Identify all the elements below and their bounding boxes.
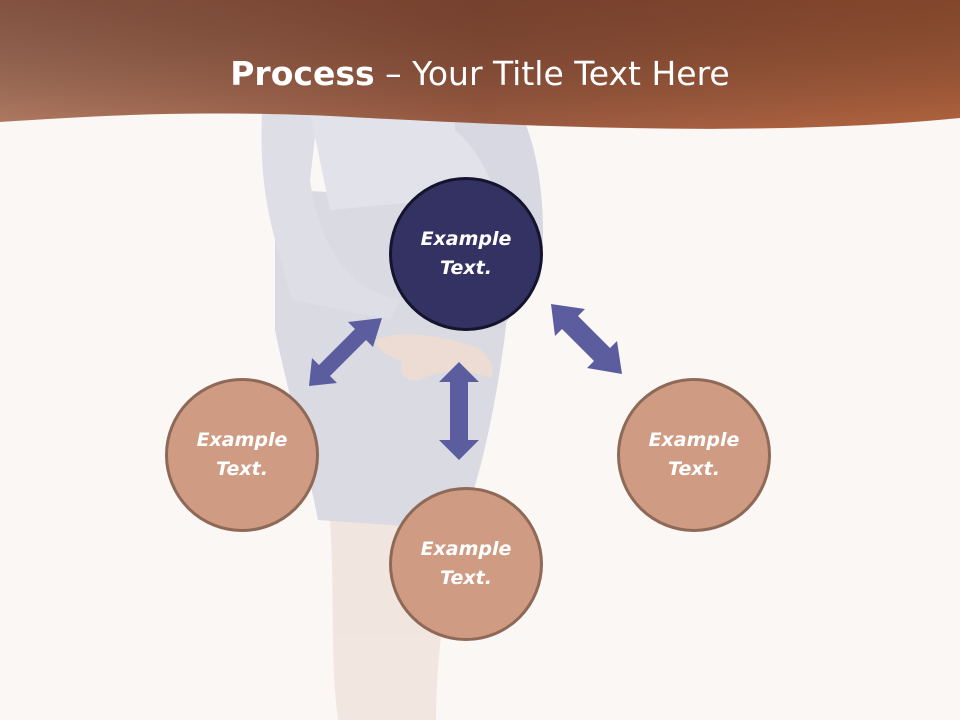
- center-node: Example Text.: [389, 177, 543, 331]
- arrow-center-left: [309, 318, 382, 386]
- title-banner: [0, 0, 960, 129]
- slide-title: Process – Your Title Text Here: [0, 52, 960, 96]
- arrow-center-right: [551, 304, 622, 374]
- connector-arrows: [309, 304, 622, 460]
- right-node: Example Text.: [617, 378, 771, 532]
- title-rest: Your Title Text Here: [412, 54, 730, 93]
- left-node: Example Text.: [165, 378, 319, 532]
- bottom-node-text: Example Text.: [420, 538, 512, 589]
- right-node-text: Example Text.: [648, 429, 740, 480]
- title-dash: –: [374, 54, 413, 93]
- bottom-node: Example Text.: [389, 487, 543, 641]
- center-node-text: Example Text.: [420, 228, 512, 279]
- title-bold: Process: [230, 54, 375, 93]
- left-node-text: Example Text.: [196, 429, 288, 480]
- arrow-center-bottom: [439, 362, 479, 460]
